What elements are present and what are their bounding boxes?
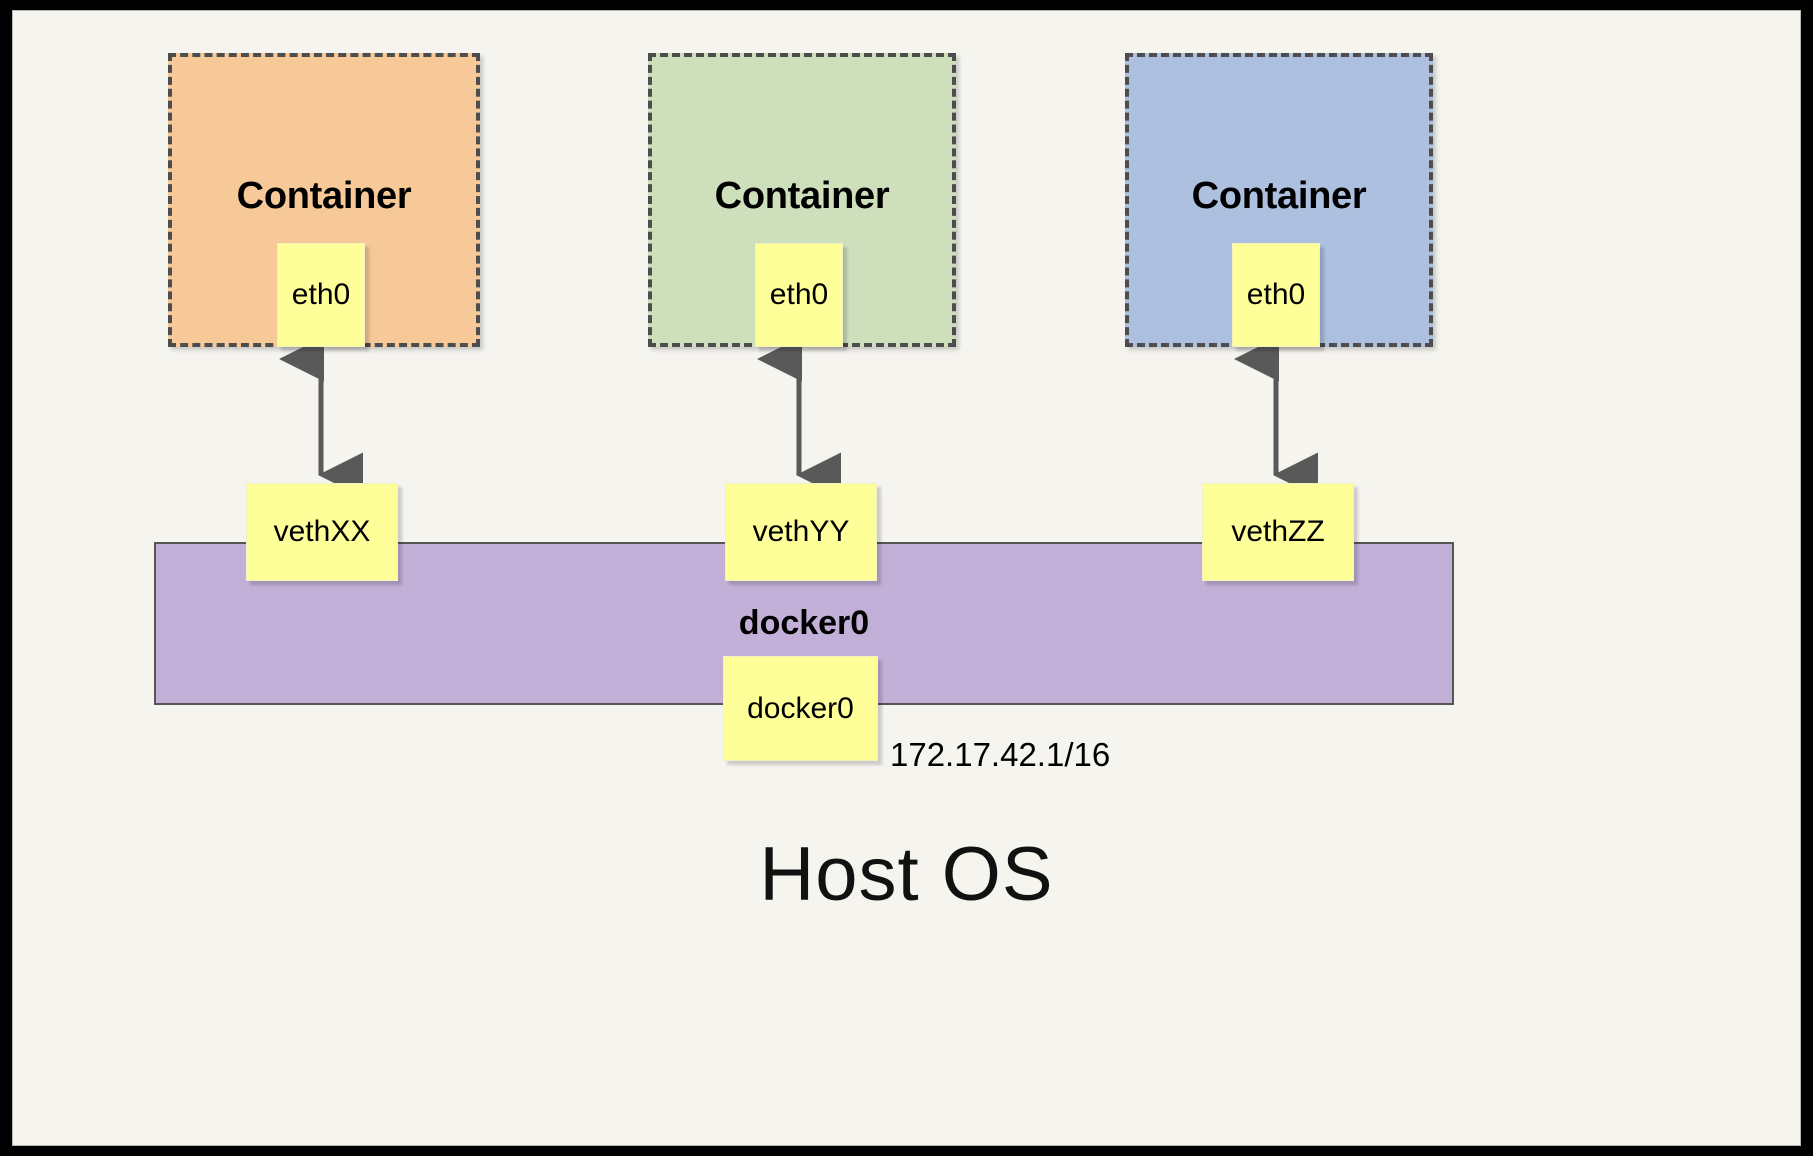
veth-link-arrow-1: [279, 336, 363, 498]
veth-interface-1[interactable]: vethXX: [246, 483, 398, 581]
container-title-3: Container: [1191, 175, 1367, 217]
container-title-2: Container: [714, 175, 890, 217]
host-os-canvas: Container Container Container eth0 eth0 …: [12, 10, 1801, 1146]
host-os-label: Host OS: [759, 832, 1054, 917]
eth0-interface-2[interactable]: eth0: [755, 243, 843, 347]
veth-interface-3[interactable]: vethZZ: [1202, 483, 1354, 581]
container-title-1: Container: [236, 175, 412, 217]
eth0-interface-1[interactable]: eth0: [277, 243, 365, 347]
docker0-bridge-label: docker0: [738, 604, 870, 642]
veth-interface-2[interactable]: vethYY: [725, 483, 877, 581]
docker0-interface-box[interactable]: docker0: [723, 656, 878, 761]
eth0-interface-3[interactable]: eth0: [1232, 243, 1320, 347]
docker0-ip-address: 172.17.42.1/16: [890, 736, 1111, 773]
veth-link-arrow-3: [1234, 336, 1318, 498]
veth-link-arrow-2: [757, 336, 841, 498]
